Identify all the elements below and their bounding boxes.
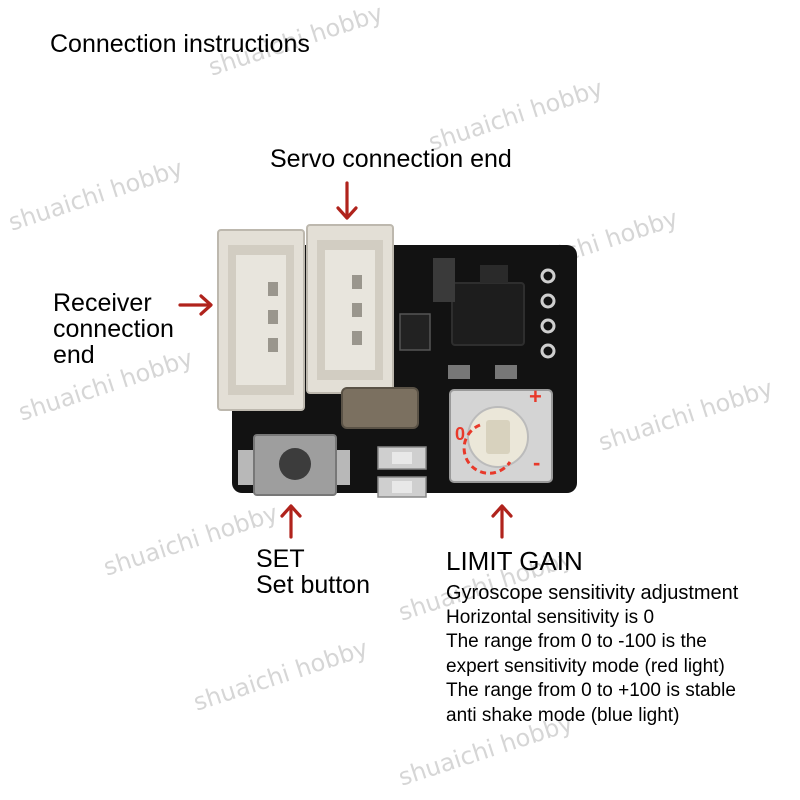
set-arrow-icon <box>280 504 302 539</box>
pot-plus-mark: + <box>529 384 542 409</box>
set-label-line: SET <box>256 545 305 573</box>
description-line: Gyroscope sensitivity adjustment <box>446 582 739 604</box>
set-label-line: Set button <box>256 571 370 599</box>
receiver-label-line: connection <box>53 315 174 343</box>
description-line: The range from 0 to +100 is stable <box>446 680 736 701</box>
servo-connector <box>306 224 394 394</box>
description-line: expert sensitivity mode (red light) <box>446 655 725 677</box>
set-button-component <box>238 434 350 496</box>
limit-gain-arrow-icon <box>491 504 513 539</box>
set-button-label: SET Set button <box>256 546 370 598</box>
limit-gain-label: LIMIT GAIN <box>446 546 583 576</box>
pot-minus-mark: - <box>533 450 541 475</box>
receiver-connection-label: Receiver connection end <box>53 290 174 368</box>
capacitor <box>341 387 419 429</box>
servo-arrow-icon <box>336 181 358 220</box>
servo-connection-label: Servo connection end <box>270 145 512 173</box>
description-line: anti shake mode (blue light) <box>446 704 680 726</box>
pot-zero-mark: 0 <box>455 424 466 444</box>
receiver-connector <box>217 229 305 411</box>
page-title: Connection instructions <box>50 30 310 58</box>
description-line: Horizontal sensitivity is 0 <box>446 606 655 628</box>
receiver-label-line: Receiver <box>53 289 152 317</box>
limit-gain-description: Gyroscope sensitivity adjustment Horizon… <box>446 581 738 728</box>
description-line: The range from 0 to -100 is the <box>446 631 707 652</box>
receiver-arrow-icon <box>178 294 213 316</box>
receiver-label-line: end <box>53 341 95 369</box>
limit-gain-potentiometer <box>449 389 553 483</box>
